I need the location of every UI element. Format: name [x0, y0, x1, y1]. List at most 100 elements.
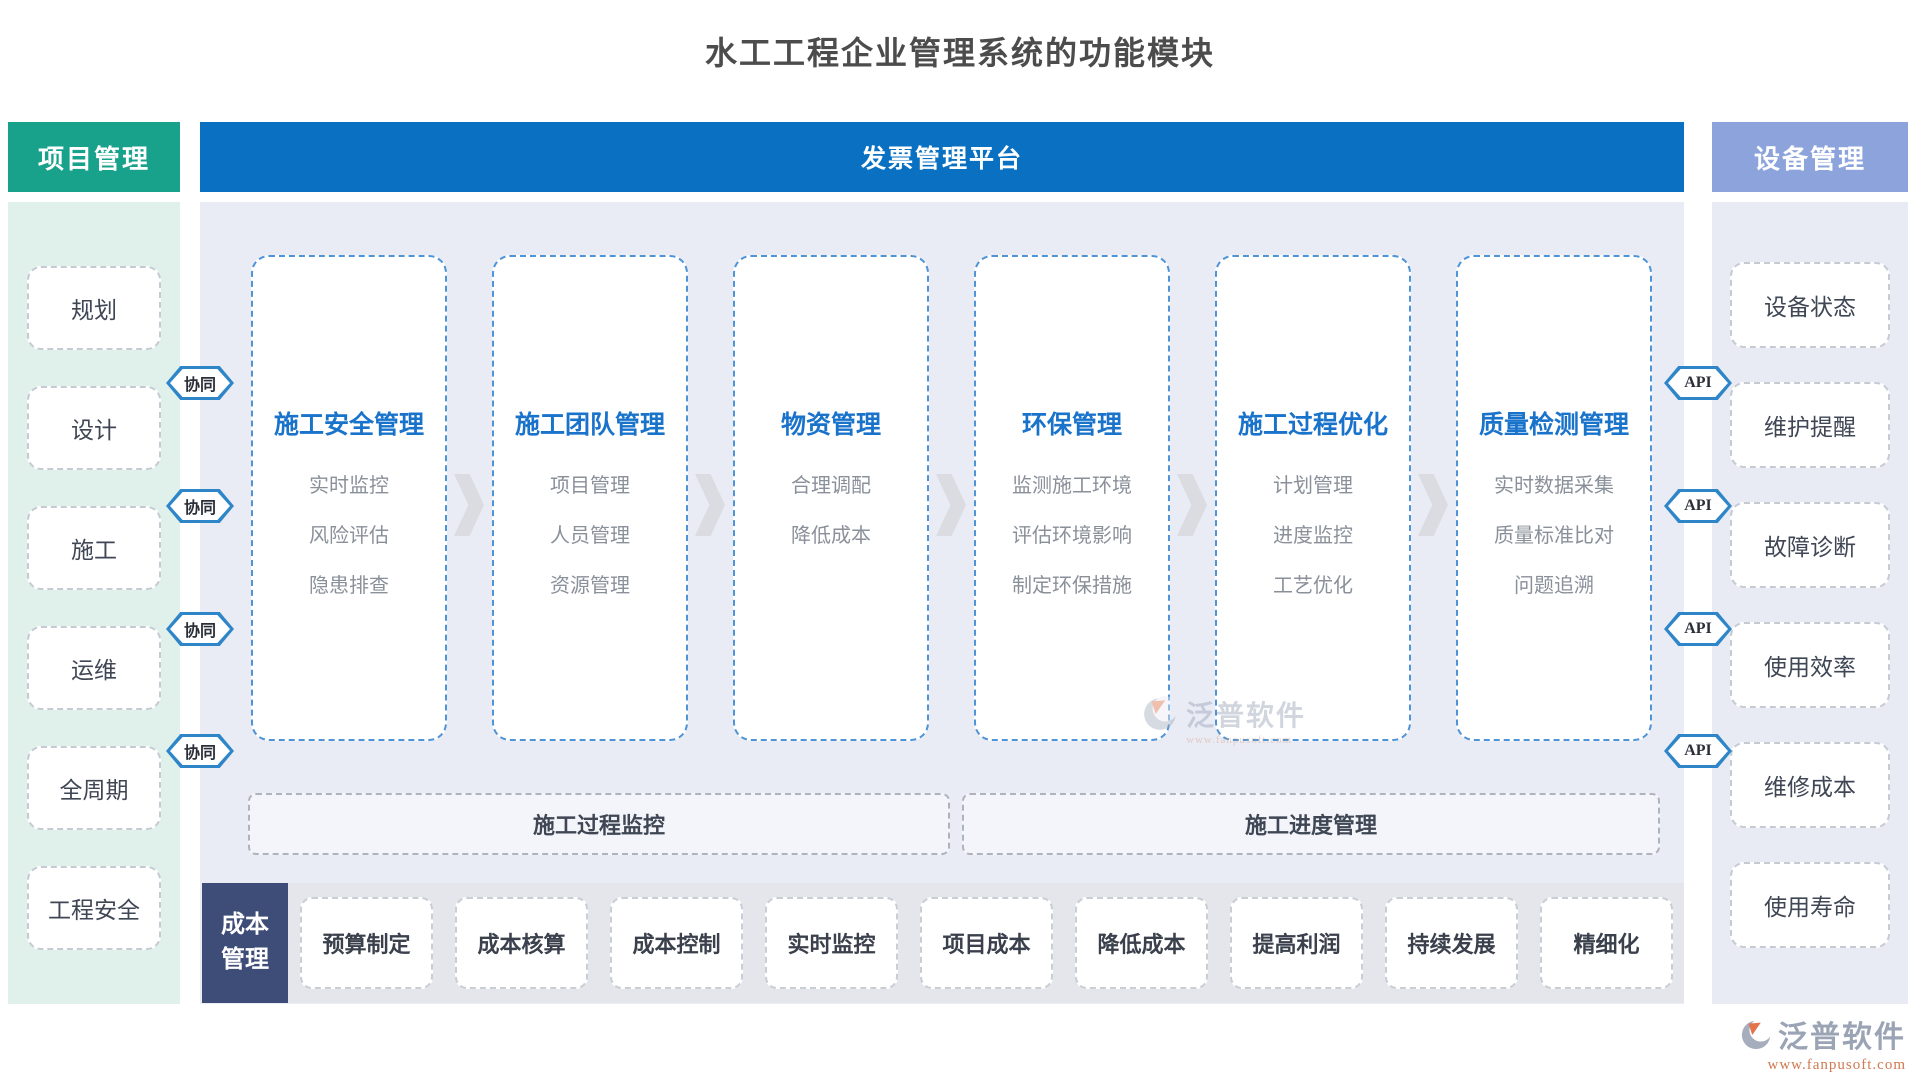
- module-feature: 实时数据采集: [1494, 475, 1614, 497]
- module-title: 施工过程优化: [1237, 412, 1388, 439]
- module-feature: 人员管理: [550, 525, 630, 547]
- cost-item-label: 项目成本: [942, 932, 1031, 957]
- module-column: 环保管理 监测施工环境 评估环境影响 制定环保措施: [974, 255, 1170, 741]
- main-panel: 施工安全管理 实时监控 风险评估 隐患排查 施工团队管理: [200, 202, 1684, 1004]
- equipment-feature-box: 维护提醒: [1730, 382, 1890, 468]
- cost-item-box: 预算制定: [300, 897, 433, 989]
- module-column: 施工过程优化 计划管理 进度监控 工艺优化: [1215, 255, 1411, 741]
- cost-item-label: 成本控制: [632, 932, 721, 957]
- top-banner: 发票管理平台: [200, 122, 1684, 192]
- collab-arrow-badge: 协同: [166, 489, 234, 523]
- watermark-brand: 泛普软件: [1778, 1021, 1906, 1054]
- module-feature: 合理调配: [791, 475, 871, 497]
- cost-item-label: 精细化: [1573, 932, 1640, 957]
- module-feature: 降低成本: [791, 525, 871, 547]
- api-badge-label: API: [1684, 374, 1712, 391]
- project-stage-label: 工程安全: [48, 898, 140, 923]
- page-title: 水工工程企业管理系统的功能模块: [704, 35, 1215, 71]
- api-badge-label: API: [1684, 620, 1712, 637]
- cost-item-label: 持续发展: [1407, 932, 1496, 957]
- module-title: 质量检测管理: [1478, 412, 1629, 439]
- project-stage-box: 规划: [27, 266, 161, 350]
- badge-fill: [170, 737, 230, 765]
- project-stage-label: 规划: [71, 298, 117, 323]
- project-stage-box: 运维: [27, 626, 161, 710]
- module-feature: 质量标准比对: [1494, 525, 1614, 547]
- module-feature-list: 合理调配 降低成本: [791, 469, 871, 548]
- cost-item-box: 成本核算: [455, 897, 588, 989]
- cost-item-box: 持续发展: [1385, 897, 1518, 989]
- module-feature-list: 实时数据采集 质量标准比对 问题追溯: [1494, 469, 1614, 598]
- module-feature: 风险评估: [309, 525, 389, 547]
- equipment-feature-label: 使用寿命: [1764, 895, 1856, 920]
- project-stage-box: 工程安全: [27, 866, 161, 950]
- equipment-feature-label: 故障诊断: [1764, 535, 1856, 560]
- left-sidebar-header: 项目管理: [8, 122, 180, 192]
- module-title: 施工团队管理: [514, 412, 665, 439]
- module-column: 施工安全管理 实时监控 风险评估 隐患排查: [251, 255, 447, 741]
- equipment-feature-label: 使用效率: [1764, 655, 1856, 680]
- project-stage-label: 设计: [71, 418, 117, 443]
- api-badge-label: API: [1684, 497, 1712, 514]
- cost-item-label: 实时监控: [787, 932, 876, 957]
- process-box-progress: 施工进度管理: [962, 793, 1660, 855]
- module-feature: 评估环境影响: [1012, 525, 1132, 547]
- api-arrow-badge: API: [1664, 612, 1732, 646]
- equipment-feature-label: 维修成本: [1764, 775, 1856, 800]
- collab-badge-label: 协同: [183, 745, 216, 762]
- badge-fill: [1668, 369, 1728, 397]
- equipment-feature-box: 使用效率: [1730, 622, 1890, 708]
- collab-arrow-badge: 协同: [166, 734, 234, 768]
- cost-item-box: 成本控制: [610, 897, 743, 989]
- cost-item-box: 提高利润: [1230, 897, 1363, 989]
- project-stage-label: 全周期: [59, 778, 129, 803]
- badge-fill: [1668, 492, 1728, 520]
- module-columns: 施工安全管理 实时监控 风险评估 隐患排查 施工团队管理: [251, 255, 1652, 741]
- module-column: 物资管理 合理调配 降低成本: [733, 255, 929, 741]
- cost-item-box: 精细化: [1540, 897, 1673, 989]
- cost-management-header: 成本管理: [202, 883, 288, 1003]
- module-feature: 工艺优化: [1273, 575, 1353, 597]
- equipment-feature-box: 故障诊断: [1730, 502, 1890, 588]
- cost-item-box: 实时监控: [765, 897, 898, 989]
- left-sidebar-panel: 规划 设计 施工 运维 全周期 工程安全: [8, 202, 180, 1004]
- api-arrow-badge: API: [1664, 366, 1732, 400]
- cost-item-label: 预算制定: [322, 932, 411, 957]
- module-feature: 资源管理: [550, 575, 630, 597]
- module-feature-list: 监测施工环境 评估环境影响 制定环保措施: [1012, 469, 1132, 598]
- process-box-monitoring: 施工过程监控: [248, 793, 950, 855]
- equipment-feature-label: 维护提醒: [1764, 415, 1856, 440]
- collab-badge-label: 协同: [183, 377, 216, 394]
- module-feature: 隐患排查: [309, 575, 389, 597]
- module-feature: 监测施工环境: [1012, 475, 1132, 497]
- cost-item-label: 提高利润: [1252, 932, 1341, 957]
- project-stage-box: 施工: [27, 506, 161, 590]
- badge-fill: [1668, 615, 1728, 643]
- collab-badge-label: 协同: [183, 623, 216, 640]
- api-arrow-badge: API: [1664, 489, 1732, 523]
- module-feature: 计划管理: [1273, 475, 1353, 497]
- badge-fill: [1668, 737, 1728, 765]
- equipment-feature-box: 使用寿命: [1730, 862, 1890, 948]
- cost-item-strip: 预算制定 成本核算 成本控制 实时监控 项目成本 降低成本 提高利润: [288, 883, 1684, 1003]
- project-stage-label: 施工: [71, 538, 117, 563]
- cost-item-label: 降低成本: [1097, 932, 1186, 957]
- footer-watermark: 泛普软件 www.fanpusoft.com: [1740, 1012, 1906, 1074]
- fanpu-logo-icon: [1741, 1018, 1773, 1050]
- module-title: 施工安全管理: [273, 412, 424, 439]
- right-sidebar-header: 设备管理: [1712, 122, 1908, 192]
- project-stage-box: 设计: [27, 386, 161, 470]
- module-title: 物资管理: [780, 412, 881, 439]
- api-arrow-badge: API: [1664, 734, 1732, 768]
- module-feature-list: 项目管理 人员管理 资源管理: [550, 469, 630, 598]
- badge-fill: [170, 369, 230, 397]
- right-sidebar-panel: 设备状态 维护提醒 故障诊断 使用效率 维修成本 使用寿命: [1712, 202, 1908, 1004]
- badge-fill: [170, 492, 230, 520]
- equipment-feature-box: 设备状态: [1730, 262, 1890, 348]
- cost-item-box: 降低成本: [1075, 897, 1208, 989]
- project-stage-box: 全周期: [27, 746, 161, 830]
- equipment-feature-label: 设备状态: [1764, 295, 1856, 320]
- equipment-feature-box: 维修成本: [1730, 742, 1890, 828]
- badge-fill: [170, 615, 230, 643]
